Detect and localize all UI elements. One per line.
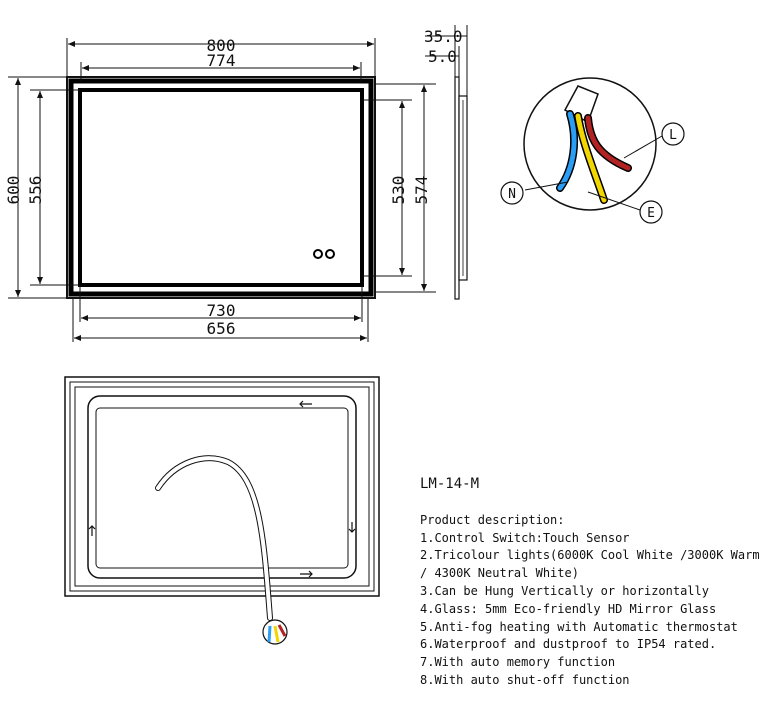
live-label: L xyxy=(669,128,677,143)
wiring-detail: L E N xyxy=(500,77,685,224)
spec-line: 4.Glass: 5mm Eco-friendly HD Mirror Glas… xyxy=(420,601,717,616)
neutral-label: N xyxy=(508,187,516,202)
dim-bottom-outer-width: 656 xyxy=(207,319,236,338)
side-profile xyxy=(454,76,460,300)
neutral-label-circle xyxy=(500,181,524,205)
dim-inner-width: 774 xyxy=(207,51,236,70)
mirror-outer-frame xyxy=(66,76,376,299)
dim-right-inner-height: 530 xyxy=(389,176,408,205)
back-outer-frame xyxy=(64,376,380,597)
bracket-icon xyxy=(300,570,313,578)
spec-line: 6.Waterproof and dustproof to IP54 rated… xyxy=(420,637,717,652)
bracket-icon xyxy=(88,525,96,536)
spec-line: 5.Anti-fog heating with Automatic thermo… xyxy=(420,619,738,634)
earth-label-circle xyxy=(639,200,663,224)
dim-depth: 35.0 xyxy=(424,27,463,46)
dim-right-outer-height: 574 xyxy=(412,176,431,205)
back-view xyxy=(64,376,380,645)
side-view: 35.0 5.0 xyxy=(424,25,468,300)
dim-bottom-inner-width: 730 xyxy=(207,301,236,320)
spec-line: 2.Tricolour lights(6000K Cool White /300… xyxy=(420,548,760,563)
spec-line: / 4300K Neutral White) xyxy=(420,566,579,581)
technical-drawing: 800 774 600 556 530 574 730 656 xyxy=(4,25,685,645)
back-panel xyxy=(87,395,357,579)
spec-line: 8.With auto shut-off function xyxy=(420,672,630,687)
touch-sensor-icon xyxy=(325,249,335,259)
dim-inner-height: 556 xyxy=(26,176,45,205)
spec-line: 1.Control Switch:Touch Sensor xyxy=(420,530,630,545)
dim-overall-width: 800 xyxy=(207,36,236,55)
model-number: LM-14-M xyxy=(420,476,480,492)
dim-glass-thickness: 5.0 xyxy=(428,47,457,66)
dim-overall-height: 600 xyxy=(4,176,23,205)
spec-heading: Product description: xyxy=(420,512,565,527)
front-view: 800 774 600 556 530 574 730 656 xyxy=(4,36,436,342)
touch-sensor-icon xyxy=(313,249,323,259)
mirror-spec-sheet: 800 774 600 556 530 574 730 656 xyxy=(4,25,760,690)
spec-line: 7.With auto memory function xyxy=(420,655,616,670)
bracket-icon xyxy=(348,522,356,533)
live-label-circle xyxy=(661,122,685,146)
wiring-circle xyxy=(523,77,657,211)
bracket-icon xyxy=(299,400,312,408)
spec-line: 3.Can be Hung Vertically or horizontally xyxy=(420,583,709,598)
earth-label: E xyxy=(647,206,655,221)
product-description: LM-14-M Product description: 1.Control S… xyxy=(420,476,760,690)
led-band-outer xyxy=(68,78,374,297)
led-band-inner xyxy=(78,88,364,287)
